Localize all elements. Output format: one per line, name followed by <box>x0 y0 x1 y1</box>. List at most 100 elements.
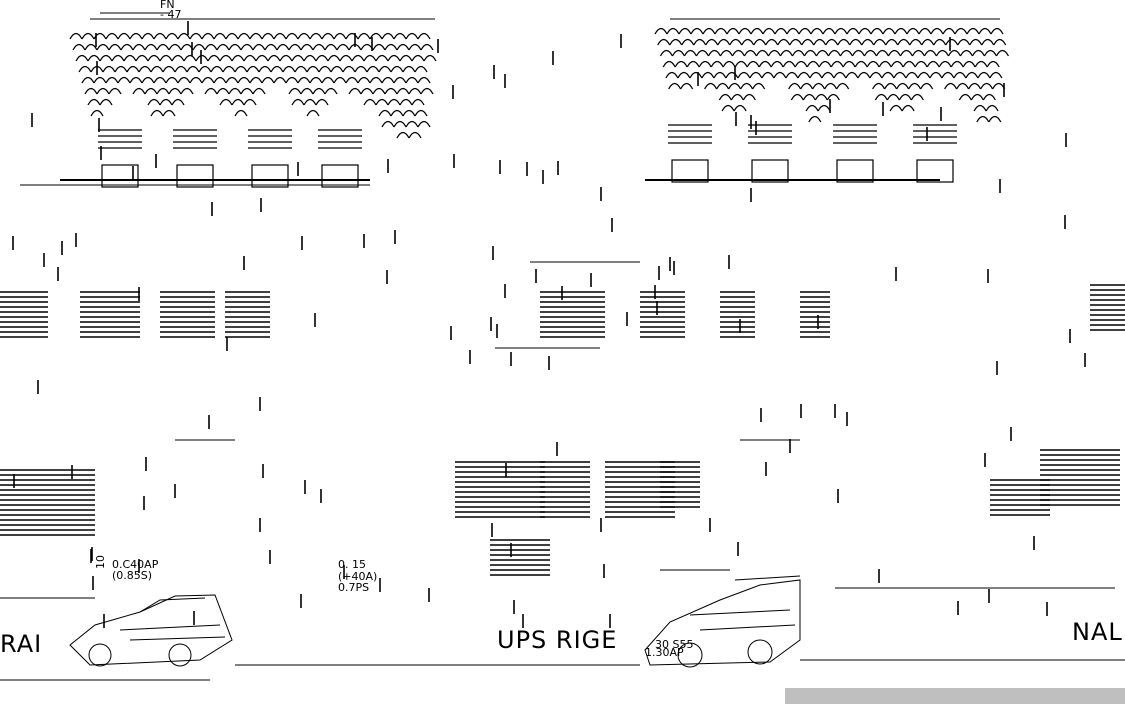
roof-tile <box>779 49 794 57</box>
roof-tile <box>162 109 176 117</box>
roof-tile <box>417 76 431 84</box>
roof-tile <box>872 82 886 90</box>
roof-tile <box>971 49 986 57</box>
roof-tile <box>957 38 971 46</box>
roof-tile <box>117 76 131 84</box>
section-label-left: RAI <box>0 630 42 658</box>
roof-tile <box>873 38 887 46</box>
roof-tile <box>333 32 347 40</box>
roof-tile <box>150 109 164 117</box>
roof-tile <box>815 49 830 57</box>
roof-tile <box>375 98 389 106</box>
roof-tile <box>279 54 293 62</box>
roof-tile <box>944 82 958 90</box>
roof-tile <box>225 76 239 84</box>
roof-tile <box>90 109 104 117</box>
roof-tile <box>861 38 875 46</box>
roof-tile <box>390 109 404 117</box>
dim-label-mid-2: (+40A) <box>338 570 377 583</box>
roof-tile <box>81 76 95 84</box>
roof-tile <box>297 32 311 40</box>
roof-tile <box>921 38 935 46</box>
window-grille-row <box>0 284 1125 338</box>
roof-tile <box>906 27 920 35</box>
roof-tile <box>303 98 317 106</box>
roof-tile <box>267 54 281 62</box>
door-frame <box>671 159 709 183</box>
roof-tile <box>201 76 215 84</box>
roof-tile <box>237 76 251 84</box>
roof-tile <box>773 71 787 79</box>
roof-tile <box>237 32 251 40</box>
roof-tile <box>897 38 911 46</box>
roof-tile <box>234 109 248 117</box>
roof-tile <box>147 98 161 106</box>
roof-tile <box>970 93 984 101</box>
roof-tile <box>228 43 242 51</box>
roof-tile <box>132 43 146 51</box>
roof-tile <box>716 82 730 90</box>
hatching-ticks <box>12 21 1086 628</box>
label-top-b: - 47 <box>160 8 181 21</box>
roof-tile <box>321 76 335 84</box>
roof-tile <box>189 76 203 84</box>
roof-tile <box>264 43 278 51</box>
roof-tile <box>809 71 823 79</box>
roof-tile <box>81 32 95 40</box>
roof-tile <box>174 65 188 73</box>
roof-tile <box>911 49 926 57</box>
roof-tile <box>674 60 688 68</box>
roof-tile <box>405 76 419 84</box>
roof-tile <box>411 98 425 106</box>
roof-tile <box>702 27 716 35</box>
roof-tile <box>165 76 179 84</box>
roof-tile <box>846 27 860 35</box>
roof-tile <box>306 65 320 73</box>
roof-tile <box>369 76 383 84</box>
roof-tile <box>978 27 992 35</box>
roof-tile <box>210 65 224 73</box>
car-note-2: 1.30AP <box>645 646 684 659</box>
roof-tile <box>270 65 284 73</box>
roof-tile <box>707 49 722 57</box>
roof-tile <box>982 93 996 101</box>
roof-tile <box>342 65 356 73</box>
roof-tile <box>737 71 751 79</box>
roof-tile <box>324 43 338 51</box>
roof-tile <box>989 71 1003 79</box>
roof-tile <box>315 54 329 62</box>
roof-tile <box>144 43 158 51</box>
roof-tile <box>825 38 839 46</box>
roof-tile <box>216 43 230 51</box>
roof-tile <box>950 60 964 68</box>
roof-tile <box>729 38 743 46</box>
roof-tile <box>129 76 143 84</box>
roof-tile <box>153 32 167 40</box>
roof-tile <box>665 71 679 79</box>
roof-tile <box>680 82 694 90</box>
roof-tile <box>777 38 791 46</box>
roof-tile <box>918 27 932 35</box>
roof-tile <box>721 104 735 112</box>
roof-tile <box>788 82 802 90</box>
roof-tile <box>384 87 398 95</box>
roof-tile <box>827 49 842 57</box>
roof-tile <box>836 82 850 90</box>
roof-tile <box>654 27 668 35</box>
roof-tile <box>393 32 407 40</box>
roof-tile <box>417 120 431 128</box>
roof-tile <box>105 32 119 40</box>
roof-tile <box>896 82 910 90</box>
roof-tile <box>710 60 724 68</box>
roof-tile <box>315 98 329 106</box>
roof-tile <box>742 93 756 101</box>
roof-tile <box>273 76 287 84</box>
dim-label-left-2: (0.85S) <box>112 569 152 582</box>
roof-tile <box>789 38 803 46</box>
label-top-a: FN <box>160 0 175 11</box>
roof-tile <box>743 49 758 57</box>
roof-tile <box>849 38 863 46</box>
roof-tile <box>908 82 922 90</box>
roof-tile <box>108 87 122 95</box>
roof-tile <box>974 60 988 68</box>
